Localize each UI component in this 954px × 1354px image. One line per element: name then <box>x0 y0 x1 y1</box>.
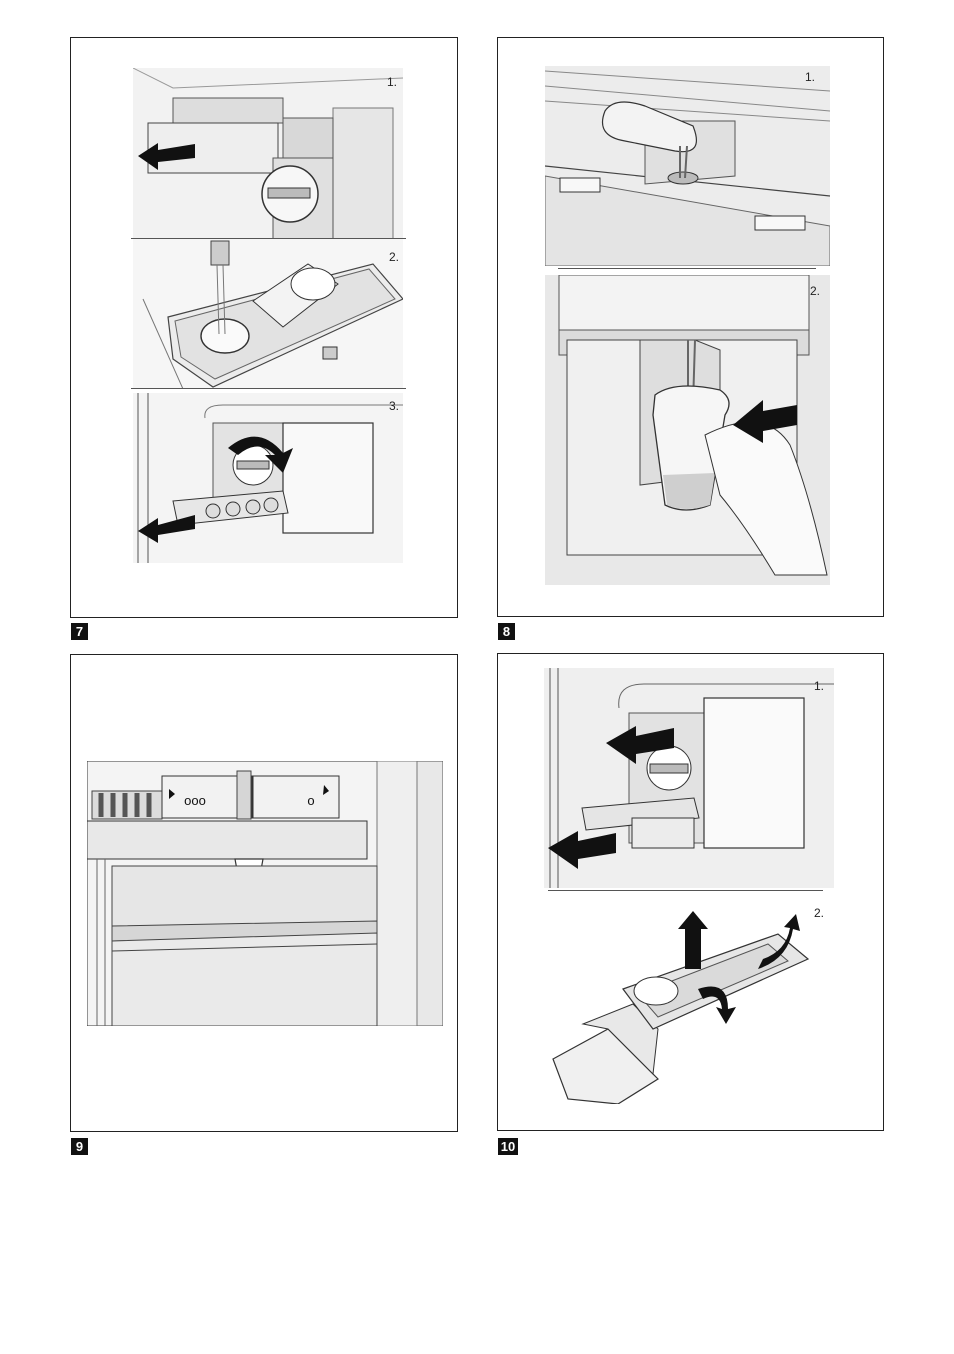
figure-10-panel: 1. 2. <box>497 653 884 1131</box>
fig9-drops-three: ooo <box>184 793 206 808</box>
fig10-divider <box>548 890 823 891</box>
fig8-divider <box>558 268 816 269</box>
fig9-illustration: ooo o <box>87 761 443 1026</box>
fig8-step1-illustration: 1. <box>545 66 830 266</box>
fig10-step1-illustration: 1. <box>544 668 834 888</box>
figure-8-panel: 1. 2. <box>497 37 884 617</box>
fig7-step3-label: 3. <box>389 399 399 413</box>
fig8-step1-label: 1. <box>805 70 815 84</box>
fig8-step2-illustration: 2. <box>545 275 830 585</box>
fig10-step2-label: 2. <box>814 906 824 920</box>
figure-9-panel: ooo o <box>70 654 458 1132</box>
fig10-step2-illustration: 2. <box>548 899 833 1104</box>
fig7-step1-label: 1. <box>387 75 397 89</box>
figure-9-number-badge: 9 <box>71 1138 88 1155</box>
figure-7-number-badge: 7 <box>71 623 88 640</box>
fig7-step2-label: 2. <box>389 250 399 264</box>
fig7-divider-2 <box>131 388 406 389</box>
fig8-step2-label: 2. <box>810 284 820 298</box>
fig10-step1-label: 1. <box>814 679 824 693</box>
figure-10-number-badge: 10 <box>498 1138 518 1155</box>
fig9-drops-one: o <box>307 793 314 808</box>
figure-8-number-badge: 8 <box>498 623 515 640</box>
figure-7-panel: 1. 2. 3. <box>70 37 458 618</box>
fig7-step3-illustration: 3. <box>133 393 403 563</box>
fig7-step2-illustration: 2. <box>133 239 403 389</box>
